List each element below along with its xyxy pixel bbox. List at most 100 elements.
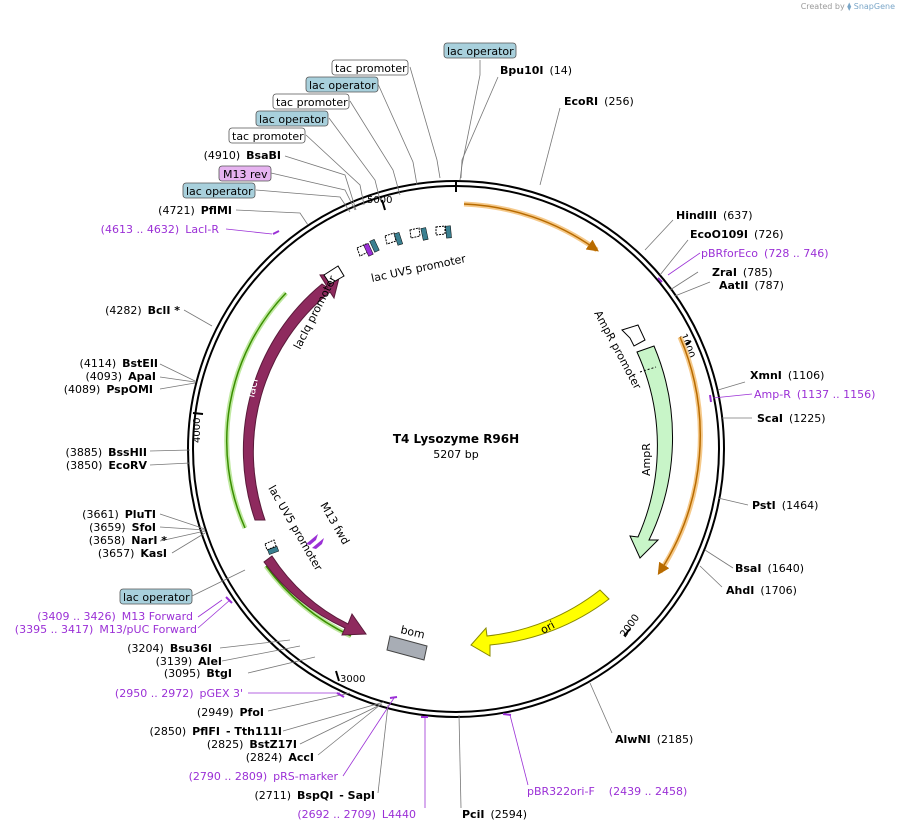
- svg-text:AhdI(1706): AhdI(1706): [726, 584, 797, 597]
- primer-amp-r: Amp-R: [754, 388, 791, 401]
- lacz-alpha-arrow: [263, 555, 367, 636]
- enzyme-nari: NarI *: [131, 534, 167, 547]
- enzyme-bpu10i-pos: (14): [550, 64, 573, 77]
- svg-text:(3658)NarI *: (3658) NarI *: [89, 534, 168, 547]
- enzyme-hindiii-pos: (637): [723, 209, 753, 222]
- primer-m13puc-forward-range: (3395 .. 3417): [15, 623, 94, 636]
- bom-label: bom: [399, 623, 426, 641]
- enzyme-acci-pos: (2824): [246, 751, 283, 764]
- m13-rev-box: M13 rev: [223, 168, 268, 181]
- leader-lines: [149, 60, 752, 809]
- enzyme-kasi: KasI: [140, 547, 167, 560]
- svg-text:(4089)PspOMI: (4089) PspOMI: [64, 383, 153, 396]
- svg-text:(3204)Bsu36I: (3204)Bsu36I: [127, 642, 212, 655]
- enzyme-kasi-pos: (3657): [98, 547, 135, 560]
- svg-text:(3850)EcoRV: (3850)EcoRV: [66, 459, 148, 472]
- svg-text:HindIII(637): HindIII (637): [676, 209, 753, 222]
- svg-text:(3659)SfoI: (3659)SfoI: [89, 521, 156, 534]
- credit-prefix: Created by: [800, 2, 845, 11]
- enzyme-hindiii: HindIII: [676, 209, 717, 222]
- enzyme-pflmi-pos: (4721): [158, 204, 195, 217]
- svg-text:AatII(787): AatII(787): [719, 279, 784, 292]
- svg-text:ScaI(1225): ScaI(1225): [757, 412, 826, 425]
- enzyme-tth111i: - Tth111I: [226, 725, 282, 738]
- enzyme-pflfi: PflFI: [192, 725, 220, 738]
- lac-operator-box-1: lac operator: [447, 45, 514, 58]
- enzyme-pcii: PciI: [462, 808, 484, 821]
- ampr-dashed: [639, 366, 657, 373]
- svg-text:(4721)PflMI: (4721)PflMI: [158, 204, 232, 217]
- enzyme-xmni-pos: (1106): [788, 369, 825, 382]
- enzyme-zrai-pos: (785): [743, 266, 773, 279]
- svg-text:(3657)KasI: (3657) KasI: [98, 547, 167, 560]
- m13-fwd-marks: [306, 534, 324, 549]
- enzyme-nari-pos: (3658): [89, 534, 126, 547]
- tick-label-5000: 5000: [367, 195, 392, 206]
- ampr-promoter-arrow: [621, 324, 646, 347]
- primer-pgex3: pGEX 3': [199, 687, 243, 700]
- svg-text:(3095)BtgI: (3095)BtgI: [164, 667, 232, 680]
- enzyme-bsabi: BsaBI: [246, 149, 281, 162]
- ampr-arrow: [629, 345, 673, 559]
- svg-text:(3885)BssHII: (3885)BssHII: [66, 446, 147, 459]
- primer-leader-lines: [197, 228, 753, 808]
- enzyme-pluti-pos: (3661): [82, 508, 119, 521]
- enzyme-xmni: XmnI: [750, 369, 782, 382]
- svg-text:PciI(2594): PciI (2594): [462, 808, 527, 821]
- plasmid-length: 5207 bp: [433, 448, 478, 461]
- enzyme-bspqi: BspQI: [297, 789, 333, 802]
- enzyme-pflfi-pos: (2850): [150, 725, 187, 738]
- enzyme-alwni: AlwNI: [615, 733, 651, 746]
- enzyme-bsabi-pos: (4910): [204, 149, 241, 162]
- orange-arc-right: [657, 336, 701, 576]
- enzyme-aatii: AatII: [719, 279, 748, 292]
- enzyme-bsu36i: Bsu36I: [170, 642, 212, 655]
- primer-prs-marker: pRS-marker: [273, 770, 338, 783]
- enzyme-ecoo109i-pos: (726): [754, 228, 784, 241]
- enzyme-sfoi: SfoI: [132, 521, 156, 534]
- svg-text:(2825)BstZ17I: (2825)BstZ17I: [207, 738, 297, 751]
- orange-arc-top: [463, 203, 599, 252]
- ori-label: ori: [538, 618, 557, 636]
- svg-text:AlwNI(2185): AlwNI (2185): [615, 733, 693, 746]
- svg-text:EcoO109I(726): EcoO109I (726): [690, 228, 784, 241]
- enzyme-bsai: BsaI: [735, 562, 761, 575]
- svg-text:(4114)BstEII: (4114)BstEII: [80, 357, 158, 370]
- top-boxed-labels: lac operator tac promoter lac operator t…: [119, 42, 517, 605]
- primer-marks: [225, 230, 712, 718]
- enzyme-pspomi-pos: (4089): [64, 383, 101, 396]
- enzyme-alwni-pos: (2185): [657, 733, 694, 746]
- green-arc-left: [226, 292, 287, 529]
- enzyme-apai-pos: (4093): [86, 370, 123, 383]
- svg-text:(2790 .. 2809)pRS-marker: (2790 .. 2809) pRS-marker: [189, 770, 339, 783]
- tick-label-2000: 2000: [618, 613, 642, 640]
- enzyme-zrai: ZraI: [712, 266, 737, 279]
- bom-box: [386, 635, 428, 661]
- lac-operator-box-2: lac operator: [309, 79, 376, 92]
- primer-prs-marker-range: (2790 .. 2809): [189, 770, 268, 783]
- primer-laci-r: LacI-R: [185, 223, 219, 236]
- enzyme-bsshii-pos: (3885): [66, 446, 103, 459]
- enzyme-ahdi: AhdI: [726, 584, 754, 597]
- enzyme-scai: ScaI: [757, 412, 783, 425]
- enzyme-pcii-pos: (2594): [490, 808, 527, 821]
- enzyme-pluti: PluTI: [125, 508, 156, 521]
- enzyme-alei: AleI: [198, 655, 222, 668]
- enzyme-bcli-pos: (4282): [105, 304, 142, 317]
- svg-text:(3395 .. 3417)M13/pUC Forward: (3395 .. 3417)M13/pUC Forward: [15, 623, 197, 636]
- svg-text:Amp-R(1137 .. 1156): Amp-R (1137 .. 1156): [754, 388, 875, 401]
- svg-text:(4093)ApaI: (4093)ApaI: [86, 370, 156, 383]
- ampr-promoter-label: AmpR promoter: [591, 308, 644, 392]
- enzyme-bsai-pos: (1640): [767, 562, 804, 575]
- enzyme-bsteii-pos: (4114): [80, 357, 117, 370]
- enzyme-ecorv-pos: (3850): [66, 459, 103, 472]
- primer-amp-r-range: (1137 .. 1156): [797, 388, 876, 401]
- enzyme-pspomi: PspOMI: [106, 383, 153, 396]
- snapgene-credit: Created by ⧫ SnapGene: [801, 2, 895, 11]
- enzyme-ecoo109i: EcoO109I: [690, 228, 748, 241]
- tac-promoter-box-3: tac promoter: [232, 130, 304, 143]
- enzyme-bstz17i-pos: (2825): [207, 738, 244, 751]
- enzyme-sapi: - SapI: [339, 789, 375, 802]
- enzyme-psti-pos: (1464): [782, 499, 819, 512]
- svg-text:EcoRI(256): EcoRI(256): [564, 95, 634, 108]
